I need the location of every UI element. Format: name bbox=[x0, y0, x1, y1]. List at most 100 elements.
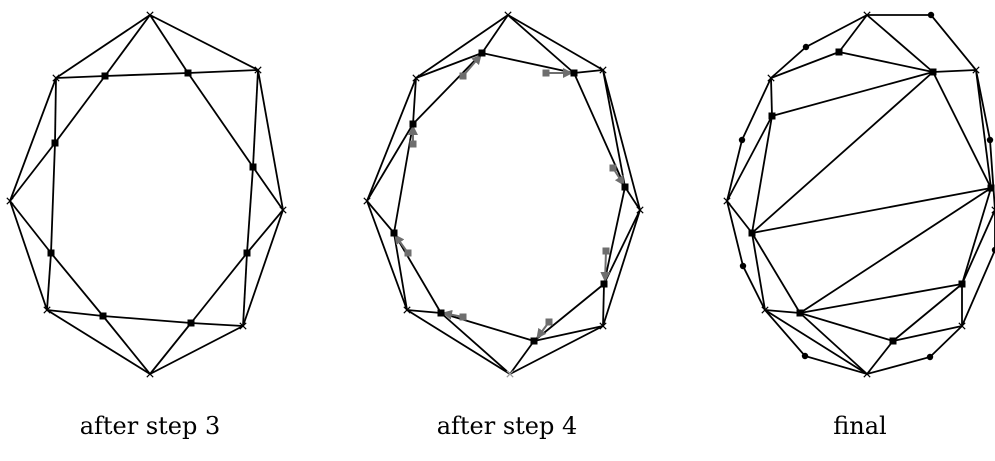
link-edge bbox=[406, 309, 442, 314]
vertex-cross bbox=[767, 74, 775, 82]
vertex-cross bbox=[52, 74, 60, 82]
vertex-circle bbox=[991, 246, 995, 254]
vertex-cross bbox=[43, 306, 51, 314]
triangulation-edge bbox=[764, 309, 868, 375]
link-edge bbox=[46, 252, 52, 311]
vertex-cross bbox=[279, 206, 287, 214]
triangulation-edge bbox=[866, 14, 934, 73]
panel-after-step-4 bbox=[363, 11, 644, 378]
vertex-cross-b bbox=[43, 306, 51, 314]
link-edge bbox=[55, 75, 106, 79]
vertex-cross-b bbox=[146, 11, 154, 19]
vertex-square bbox=[249, 163, 257, 171]
vertex-circle bbox=[738, 136, 746, 144]
vertex-cross-a bbox=[991, 206, 995, 211]
vertex-cross-b bbox=[599, 66, 607, 74]
link-edge bbox=[9, 200, 52, 254]
outer-edge bbox=[509, 325, 604, 375]
link-edge bbox=[509, 340, 535, 375]
triangulation-edge bbox=[770, 51, 840, 79]
link-edge bbox=[440, 312, 511, 375]
inner-edge bbox=[50, 252, 104, 317]
inner-edge bbox=[481, 52, 575, 74]
vertex-square bbox=[768, 112, 776, 120]
triangulation-edge bbox=[751, 187, 992, 234]
move-arrow bbox=[442, 309, 464, 320]
vertex-cross-b bbox=[52, 74, 60, 82]
triangulation-edge bbox=[838, 51, 934, 73]
vertex-cross bbox=[403, 306, 411, 314]
vertex-cross bbox=[723, 197, 731, 205]
vertex-circle bbox=[801, 352, 809, 360]
link-edge bbox=[246, 209, 284, 254]
link-edge bbox=[149, 322, 192, 375]
triangulation-edge bbox=[771, 71, 934, 117]
link-edge bbox=[507, 14, 575, 74]
link-edge bbox=[602, 283, 605, 327]
vertex-cross bbox=[239, 322, 247, 330]
inner-edge bbox=[187, 72, 254, 168]
vertex-square bbox=[51, 139, 59, 147]
vertex-square bbox=[187, 319, 195, 327]
vertex-cross-b bbox=[636, 206, 644, 214]
link-edge bbox=[104, 14, 151, 77]
vertex-square bbox=[99, 312, 107, 320]
triangulation-edge bbox=[892, 283, 963, 342]
link-edge bbox=[602, 69, 626, 188]
vertex-cross-b bbox=[958, 322, 966, 330]
vertex-cross-b bbox=[6, 197, 14, 205]
inner-edge bbox=[533, 283, 605, 342]
vertex-square bbox=[390, 229, 398, 237]
vertex-square bbox=[835, 48, 843, 56]
vertex-cross-b bbox=[254, 66, 262, 74]
vertex-square bbox=[748, 229, 756, 237]
triangulation-edge bbox=[799, 312, 894, 342]
triangulation-edge bbox=[726, 200, 753, 234]
vertex-circle bbox=[802, 43, 810, 51]
triangulation-edge bbox=[751, 232, 766, 311]
vertex-cross-b bbox=[403, 306, 411, 314]
outer-edge bbox=[366, 200, 408, 311]
outer-edge bbox=[257, 69, 284, 211]
vertex-cross-b bbox=[146, 370, 154, 378]
caption-final: final bbox=[833, 412, 887, 440]
link-edge bbox=[624, 186, 641, 211]
vertex-square bbox=[243, 249, 251, 257]
panel-final bbox=[723, 11, 995, 378]
move-arrow bbox=[612, 167, 625, 186]
caption-after-step-4: after step 4 bbox=[436, 412, 578, 440]
link-edge bbox=[366, 200, 395, 234]
outer-edge bbox=[242, 209, 284, 327]
link-edge bbox=[252, 166, 284, 211]
panel-after-step-3 bbox=[6, 11, 287, 378]
triangulation-edge bbox=[838, 14, 868, 53]
outer-edge bbox=[366, 77, 417, 202]
vertex-cross-b bbox=[279, 206, 287, 214]
vertex-circle bbox=[927, 11, 935, 19]
vertex-square bbox=[47, 249, 55, 257]
vertex-cross bbox=[504, 11, 512, 19]
vertex-cross bbox=[991, 206, 995, 214]
link-edge bbox=[187, 69, 259, 74]
vertex-cross-b bbox=[767, 74, 775, 82]
link-edge bbox=[242, 252, 248, 327]
vertex-cross bbox=[6, 197, 14, 205]
link-edge bbox=[366, 123, 414, 202]
inner-edge bbox=[54, 75, 106, 144]
vertex-square bbox=[409, 120, 417, 128]
link-edge bbox=[415, 52, 483, 79]
triangulation-edge bbox=[961, 187, 992, 285]
move-arrow bbox=[462, 54, 482, 77]
link-edge bbox=[573, 69, 604, 74]
outer-edge bbox=[406, 309, 511, 375]
caption-after-step-3: after step 3 bbox=[79, 412, 221, 440]
outer-edge bbox=[149, 14, 259, 71]
inner-edge bbox=[412, 52, 483, 125]
inner-edge bbox=[102, 315, 192, 324]
link-edge bbox=[54, 77, 57, 144]
vertex-cross bbox=[958, 322, 966, 330]
vertex-cross bbox=[254, 66, 262, 74]
triangulation-edge bbox=[975, 69, 992, 189]
outer-edge bbox=[602, 209, 641, 327]
